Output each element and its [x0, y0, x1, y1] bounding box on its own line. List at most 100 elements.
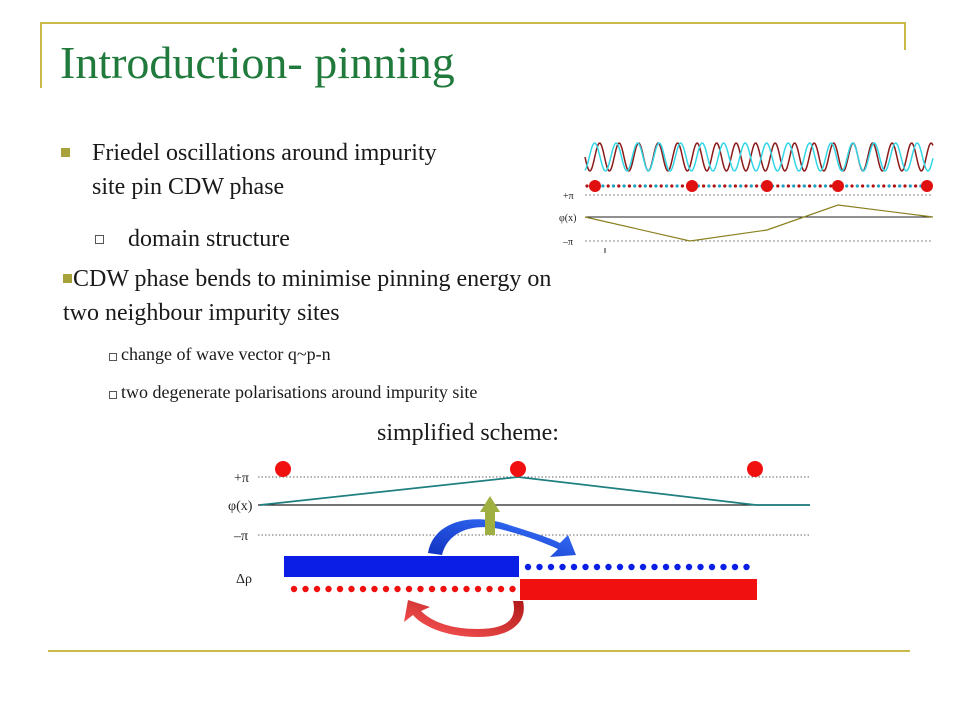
red-dot — [474, 585, 482, 593]
top-small-dot — [871, 184, 875, 188]
blue-circular-arrow — [428, 519, 576, 557]
top-small-dot — [776, 184, 780, 188]
top-small-dot — [633, 184, 637, 188]
top-small-dot — [707, 184, 711, 188]
top-small-dot — [654, 184, 658, 188]
blue-dot-row — [524, 563, 750, 571]
top-dot-row — [585, 180, 933, 192]
red-dot — [463, 585, 470, 593]
bullet-marker-1 — [61, 148, 70, 157]
top-impurity-dot — [686, 180, 698, 192]
blue-dot — [674, 563, 681, 571]
up-arrow — [480, 496, 500, 535]
bottom-label-plus-pi: +π — [234, 471, 249, 486]
top-small-dot — [659, 184, 663, 188]
top-small-dot — [627, 184, 631, 188]
impurity-dot-center — [510, 461, 526, 477]
top-small-dot — [749, 184, 753, 188]
top-small-dot — [892, 184, 896, 188]
top-small-dot — [786, 184, 790, 188]
red-dot — [394, 585, 401, 593]
red-dot — [336, 585, 344, 593]
top-small-dot — [829, 184, 833, 188]
top-label-phi: φ(x) — [559, 213, 576, 224]
blue-dot — [628, 563, 635, 571]
top-small-dot — [908, 184, 912, 188]
top-small-dot — [866, 184, 870, 188]
bullet-bends-line2: two neighbour impurity sites — [63, 300, 340, 326]
top-label-plus-pi: +π — [563, 191, 574, 202]
top-small-dot — [643, 184, 647, 188]
bottom-label-minus-pi: –π — [233, 529, 248, 544]
blue-dot — [593, 563, 601, 571]
bullet-friedel-line2: site pin CDW phase — [92, 174, 285, 200]
top-label-minus-pi: –π — [562, 237, 573, 248]
top-small-dot — [702, 184, 706, 188]
top-small-dot — [781, 184, 785, 188]
bottom-label-phi: φ(x) — [228, 499, 253, 514]
top-small-dot — [792, 184, 796, 188]
blue-dot — [743, 563, 750, 571]
red-dot — [359, 585, 367, 593]
red-dot — [290, 585, 298, 593]
red-dot — [451, 585, 459, 593]
bullet-bends-line1: CDW phase bends to minimise pinning ener… — [73, 266, 552, 292]
top-small-dot — [876, 184, 881, 188]
frame-bottom-line — [48, 650, 910, 652]
frame-left-line — [40, 22, 42, 88]
red-dot — [348, 585, 355, 593]
sub-bullet-domain: domain structure — [128, 226, 290, 252]
blue-dot — [639, 563, 647, 571]
red-dot-row — [290, 585, 516, 593]
blue-dot — [559, 563, 566, 571]
red-dot — [313, 585, 321, 593]
impurity-dot-right — [747, 461, 763, 477]
top-phase-curve — [584, 204, 934, 242]
red-dot — [382, 585, 390, 593]
sub-bullet-wavevector: change of wave vector q~p-n — [121, 344, 331, 364]
blue-dot — [605, 563, 612, 571]
red-dot — [325, 585, 332, 593]
red-dot — [440, 585, 447, 593]
scheme-label: simplified scheme: — [377, 420, 559, 446]
bottom-figure: +π φ(x) –π Δρ — [228, 461, 810, 637]
top-small-dot — [664, 184, 669, 188]
blue-dot — [720, 563, 727, 571]
bullet-marker-2 — [63, 274, 72, 283]
red-dot — [405, 585, 413, 593]
blue-dot — [536, 563, 543, 571]
top-small-dot — [823, 184, 828, 188]
sub-bullet-marker-degenerate — [109, 391, 117, 399]
top-wave-cyan — [584, 142, 934, 172]
top-small-dot — [712, 184, 716, 188]
red-dot — [417, 585, 424, 593]
blue-bar — [284, 556, 519, 577]
top-small-dot — [898, 184, 902, 188]
top-small-dot — [680, 184, 684, 188]
slide-title: Introduction- pinning — [60, 37, 455, 88]
top-small-dot — [855, 184, 859, 188]
frame-top-line — [40, 22, 906, 24]
top-impurity-dot — [921, 180, 933, 192]
top-small-dot — [797, 184, 801, 188]
top-small-dot — [887, 184, 891, 188]
bottom-label-delta-rho: Δρ — [236, 572, 252, 587]
blue-dot — [582, 563, 589, 571]
sub-bullet-marker-domain — [95, 235, 104, 244]
blue-dot — [662, 563, 670, 571]
top-small-dot — [675, 184, 679, 188]
blue-dot — [731, 563, 739, 571]
blue-dot — [547, 563, 555, 571]
red-bar — [520, 579, 757, 600]
blue-dot — [708, 563, 716, 571]
red-dot — [428, 585, 436, 593]
top-small-dot — [755, 184, 759, 188]
blue-dot — [524, 563, 532, 571]
top-small-dot — [585, 184, 589, 188]
top-impurity-dot — [832, 180, 844, 192]
top-small-dot — [733, 184, 737, 188]
top-small-dot — [882, 184, 886, 188]
top-small-dot — [914, 184, 918, 188]
top-impurity-dot — [589, 180, 601, 192]
blue-dot — [697, 563, 704, 571]
